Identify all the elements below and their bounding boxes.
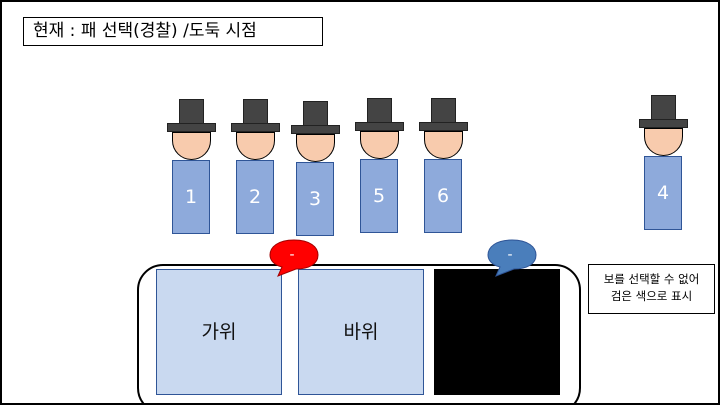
player-head — [644, 128, 683, 156]
player-head — [236, 132, 275, 160]
top-hat-icon — [179, 99, 204, 125]
explanation-note: 보를 선택할 수 없어 검은 색으로 표시 — [588, 264, 715, 314]
player-number: 2 — [236, 160, 274, 234]
red-bubble-text: - — [289, 247, 295, 263]
note-line-1: 보를 선택할 수 없어 — [603, 272, 700, 286]
top-hat-icon — [431, 98, 456, 124]
top-hat-icon — [367, 98, 392, 124]
hat-brim — [231, 123, 280, 132]
player-number: 5 — [360, 159, 398, 233]
player-head — [424, 131, 463, 159]
top-hat-icon — [651, 95, 676, 121]
card-rock[interactable]: 바위 — [298, 269, 424, 395]
player-number: 6 — [424, 159, 462, 233]
player-head — [172, 132, 211, 160]
card-scissors[interactable]: 가위 — [156, 269, 282, 395]
player-number: 4 — [644, 156, 682, 230]
top-hat-icon — [303, 101, 328, 127]
hat-brim — [291, 125, 340, 134]
player-head — [360, 131, 399, 159]
top-hat-icon — [243, 99, 268, 125]
hat-brim — [419, 122, 468, 131]
player-head — [296, 134, 335, 162]
red-speech-bubble-icon — [269, 239, 319, 277]
blue-bubble-text: - — [507, 247, 513, 263]
card-paper-disabled — [434, 269, 560, 395]
hat-brim — [639, 119, 688, 128]
blue-speech-bubble-icon — [487, 239, 537, 277]
hat-brim — [167, 123, 216, 132]
player-number: 1 — [172, 160, 210, 234]
status-title: 현재 : 패 선택(경찰) /도둑 시점 — [23, 17, 323, 46]
note-line-2: 검은 색으로 표시 — [610, 289, 693, 303]
hat-brim — [355, 122, 404, 131]
player-number: 3 — [296, 162, 334, 236]
